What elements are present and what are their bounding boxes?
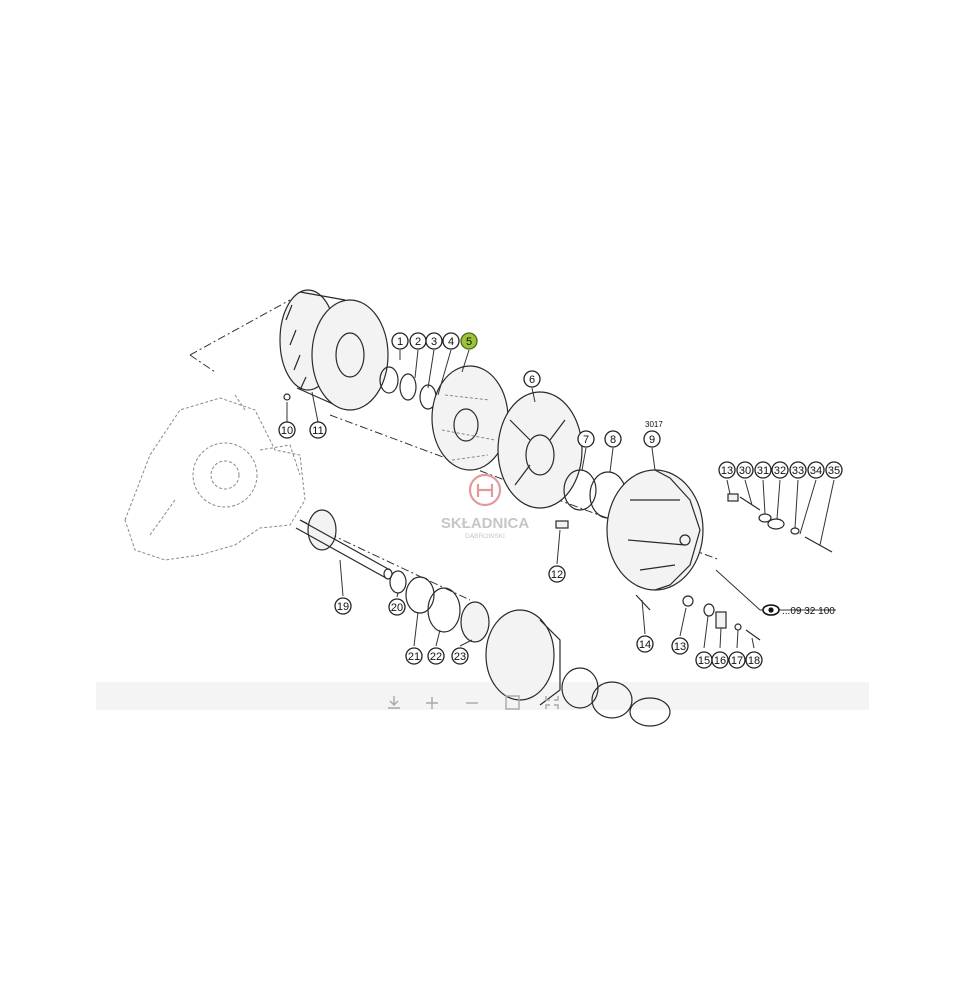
callout-3[interactable]: 3 xyxy=(425,332,443,350)
bolt-part xyxy=(283,393,291,401)
callout-label: 6 xyxy=(529,374,535,386)
ring-part xyxy=(427,587,461,633)
callout-35[interactable]: 35 xyxy=(825,461,843,479)
gearbox-housing xyxy=(124,394,306,561)
callout-label: 13 xyxy=(674,641,686,653)
ring-part xyxy=(405,576,435,614)
callout-14[interactable]: 14 xyxy=(636,635,654,653)
pulley-part xyxy=(279,289,389,411)
ring-part xyxy=(399,373,417,401)
callout-label: 34 xyxy=(810,465,822,477)
callout-13[interactable]: 13 xyxy=(671,637,689,655)
bolt-part xyxy=(635,594,651,611)
group-label: 3017 xyxy=(645,420,663,429)
callout-13[interactable]: 13 xyxy=(718,461,736,479)
callout-label: 31 xyxy=(757,465,769,477)
shaft-part xyxy=(295,509,393,580)
callout-22[interactable]: 22 xyxy=(427,647,445,665)
callout-19[interactable]: 19 xyxy=(334,597,352,615)
callout-33[interactable]: 33 xyxy=(789,461,807,479)
callout-11[interactable]: 11 xyxy=(309,421,327,439)
callout-12[interactable]: 12 xyxy=(548,565,566,583)
zoom-in-icon[interactable] xyxy=(426,697,438,709)
viewer-toolbar xyxy=(388,695,559,710)
callout-label: 7 xyxy=(583,434,589,446)
callout-label: 8 xyxy=(610,434,616,446)
callout-21[interactable]: 21 xyxy=(405,647,423,665)
callout-7[interactable]: 7 xyxy=(577,430,595,448)
ring-part xyxy=(563,469,597,511)
pin-part xyxy=(745,629,761,641)
callout-32[interactable]: 32 xyxy=(771,461,789,479)
callout-label: 21 xyxy=(408,651,420,663)
callout-label: 22 xyxy=(430,651,442,663)
callout-5[interactable]: 5 xyxy=(460,332,478,350)
callout-label: 35 xyxy=(828,465,840,477)
callout-label: 18 xyxy=(748,655,760,667)
callout-30[interactable]: 30 xyxy=(736,461,754,479)
callout-16[interactable]: 16 xyxy=(711,651,729,669)
callout-label: 17 xyxy=(731,655,743,667)
callout-8[interactable]: 8 xyxy=(604,430,622,448)
fullscreen-icon[interactable] xyxy=(545,696,559,709)
callout-6[interactable]: 6 xyxy=(523,370,541,388)
callout-label: 5 xyxy=(466,336,472,348)
pressure-plate-part xyxy=(497,391,583,509)
callout-4[interactable]: 4 xyxy=(442,332,460,350)
callout-label: 11 xyxy=(312,425,323,437)
callout-label: 30 xyxy=(739,465,751,477)
spring-part xyxy=(715,611,727,629)
callout-9[interactable]: 9 xyxy=(643,430,661,448)
callout-label: 19 xyxy=(337,601,349,613)
callout-label: 2 xyxy=(415,336,421,348)
cover-part xyxy=(606,469,704,591)
diagram-canvas xyxy=(96,287,869,710)
download-icon[interactable] xyxy=(388,696,400,709)
callout-label: 12 xyxy=(551,569,563,581)
callout-label: 14 xyxy=(639,639,651,651)
callout-label: 10 xyxy=(281,425,293,437)
leader-lines xyxy=(286,349,836,649)
callout-label: 1 xyxy=(397,336,403,348)
callout-label: 3 xyxy=(431,336,437,348)
clutch-disc-part xyxy=(431,365,509,471)
callout-label: 16 xyxy=(714,655,726,667)
callout-1[interactable]: 1 xyxy=(391,332,409,350)
watermark: SKŁADNICA DĄBROWSKI xyxy=(441,473,529,540)
pin-part xyxy=(555,520,569,529)
washer-part xyxy=(703,603,715,617)
callout-15[interactable]: 15 xyxy=(695,651,713,669)
logo-icon xyxy=(468,473,502,507)
callout-31[interactable]: 31 xyxy=(754,461,772,479)
callout-18[interactable]: 18 xyxy=(745,651,763,669)
callout-17[interactable]: 17 xyxy=(728,651,746,669)
callout-label: 32 xyxy=(774,465,786,477)
hub-part xyxy=(485,609,671,727)
plug-part xyxy=(682,595,694,607)
bearing-part xyxy=(460,601,490,643)
callout-20[interactable]: 20 xyxy=(388,598,406,616)
callout-23[interactable]: 23 xyxy=(451,647,469,665)
callout-label: 13 xyxy=(721,465,733,477)
eye-icon xyxy=(762,604,780,616)
bearing-part xyxy=(379,366,399,394)
callout-label: 4 xyxy=(448,336,454,348)
callout-34[interactable]: 34 xyxy=(807,461,825,479)
shaft-axis xyxy=(299,519,471,601)
callout-label: 33 xyxy=(792,465,804,477)
toolbar-strip xyxy=(96,682,869,710)
callout-label: 15 xyxy=(698,655,710,667)
watermark-sub: DĄBROWSKI xyxy=(465,533,505,540)
callout-10[interactable]: 10 xyxy=(278,421,296,439)
fit-icon[interactable] xyxy=(505,695,520,710)
watermark-brand: SKŁADNICA xyxy=(441,515,529,532)
callout-label: 9 xyxy=(649,434,655,446)
callout-label: 20 xyxy=(391,602,403,614)
reference-text: ...09 32 100 xyxy=(782,606,835,617)
reference-note[interactable]: ...09 32 100 xyxy=(762,604,835,617)
callout-label: 23 xyxy=(454,651,466,663)
callout-2[interactable]: 2 xyxy=(409,332,427,350)
